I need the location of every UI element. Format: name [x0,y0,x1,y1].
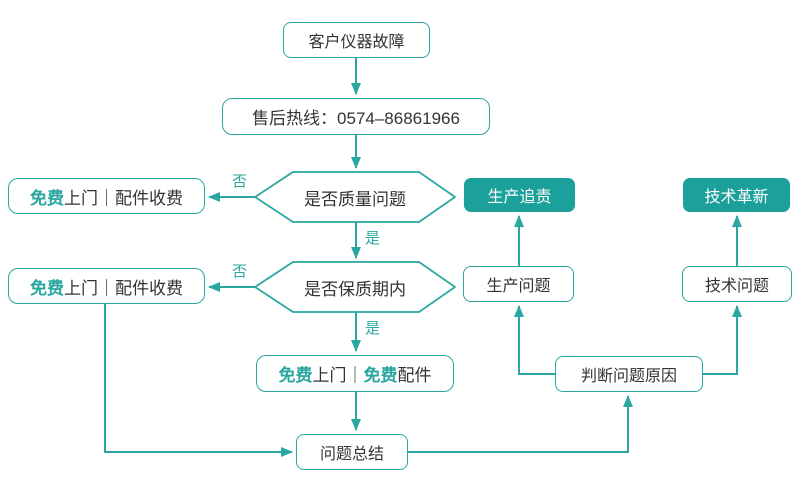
node-production-issue: 生产问题 [463,266,574,302]
node-hotline: 售后热线：0574–86861966 [222,98,490,135]
decision-warranty-shape [254,261,456,313]
decision-quality-label: 是否质量问题 [304,189,406,209]
node-tech-issue: 技术问题 [682,266,792,302]
node-free-onsite-paid-parts-2: 免费上门｜配件收费 [8,268,205,304]
label-yes-quality: 是 [363,230,383,247]
label-no-warranty: 否 [230,263,250,280]
decision-quality-shape [254,171,456,223]
node-tech-innovation: 技术革新 [683,178,790,212]
edge-judge-to-techissue [703,305,742,375]
free-accent: 免费 [30,188,64,208]
node-production-blame: 生产追责 [464,178,575,212]
edge-freepaid2-to-summary [104,304,293,457]
paid-parts-text: 上门｜配件收费 [64,188,183,208]
decision-warranty-label: 是否保质期内 [304,279,406,299]
label-no-quality: 否 [230,173,250,190]
edge-judge-to-prodissue [514,305,555,375]
node-free-onsite-free-parts: 免费上门｜免费配件 [256,355,454,392]
free-accent: 免费 [363,366,398,385]
label-yes-warranty: 是 [363,320,383,337]
edge-summary-to-judge [408,395,633,453]
paid-parts-text: 上门｜配件收费 [64,278,183,298]
free-accent: 免费 [30,278,64,298]
onsite-text: 上门｜ [312,366,364,385]
parts-text: 配件 [397,366,432,385]
node-start: 客户仪器故障 [283,22,430,58]
node-summary: 问题总结 [296,434,408,470]
node-free-onsite-paid-parts-1: 免费上门｜配件收费 [8,178,205,214]
free-accent: 免费 [278,366,313,385]
node-judge-cause: 判断问题原因 [555,356,703,392]
